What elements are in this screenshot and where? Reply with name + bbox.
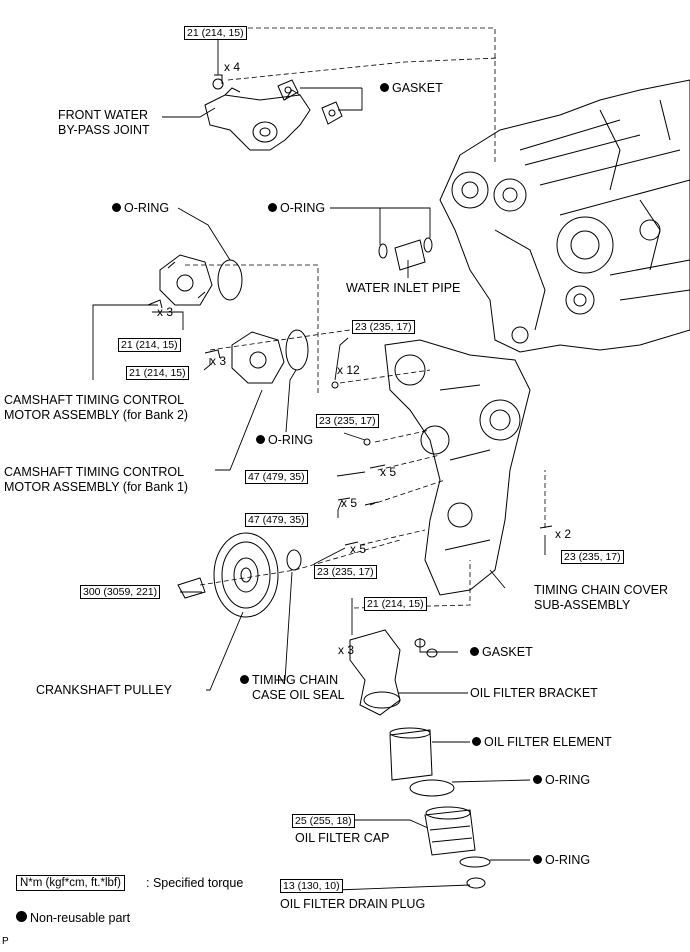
non-reusable-dot-icon: [16, 911, 27, 922]
torque-spec-drain-plug: 13 (130, 10): [280, 879, 343, 893]
label-oring-cam-bank2: O-RING: [112, 201, 169, 216]
torque-spec-cover-single: 23 (235, 17): [316, 414, 379, 428]
label-line-1: CAMSHAFT TIMING CONTROL: [4, 465, 185, 479]
label-text: GASKET: [392, 81, 443, 95]
torque-spec-crank-bolt: 300 (3059, 221): [80, 585, 161, 599]
label-oil-filter-drain-plug: OIL FILTER DRAIN PLUG: [280, 897, 426, 911]
cam-motor-bank1-art: [204, 331, 285, 384]
torque-spec-filter-cap: 25 (255, 18): [292, 814, 355, 828]
alignment-lines: [185, 27, 546, 609]
corner-mark: P: [2, 936, 9, 947]
torque-spec-cam-bank1: 21 (214, 15): [126, 366, 189, 380]
qty-cam-bank2-bolts: x 3: [157, 305, 174, 319]
water-inlet-pipe-art: [378, 237, 433, 271]
qty-bypass-nuts: x 4: [224, 60, 241, 74]
non-reusable-dot-icon: [256, 435, 265, 444]
qty-cover-bolts-12: x 12: [337, 363, 360, 377]
label-text: O-RING: [124, 201, 170, 215]
label-crankshaft-pulley: CRANKSHAFT PULLEY: [36, 683, 172, 697]
legend-torque-unit: N*m (kgf*cm, ft.*lbf): [16, 875, 125, 891]
oring-bank2-art: [217, 259, 243, 301]
legend-torque-desc: : Specified torque: [146, 876, 244, 890]
label-text: GASKET: [482, 645, 533, 659]
oring-filter-art: [409, 779, 455, 797]
oil-seal-art: [286, 549, 302, 571]
label-oil-filter-element: OIL FILTER ELEMENT: [472, 735, 612, 750]
label-gasket-top: GASKET: [380, 81, 443, 96]
torque-spec-cover-x5a: 47 (479, 35): [245, 470, 308, 484]
label-oil-filter-bracket: OIL FILTER BRACKET: [470, 686, 598, 700]
non-reusable-dot-icon: [533, 855, 542, 864]
label-line-2: CASE OIL SEAL: [252, 688, 345, 702]
leader-lines: [92, 40, 546, 891]
label-timing-chain-cover: TIMING CHAIN COVER SUB-ASSEMBLY: [534, 583, 668, 613]
oil-filter-cap-art: [424, 806, 476, 856]
non-reusable-dot-icon: [472, 737, 481, 746]
label-line-1: CAMSHAFT TIMING CONTROL: [4, 393, 185, 407]
legend-non-reusable-text: Non-reusable part: [30, 911, 131, 925]
label-text: O-RING: [280, 201, 326, 215]
label-line-1: FRONT WATER: [58, 108, 149, 122]
qty-bracket-bolts: x 3: [338, 643, 355, 657]
label-text: O-RING: [545, 853, 591, 867]
label-oring-water-pipe: O-RING: [268, 201, 325, 216]
torque-spec-cover-x12: 23 (235, 17): [352, 320, 415, 334]
crankshaft-pulley-art: [177, 532, 279, 618]
engine-block-art: [439, 79, 690, 353]
qty-cover-bolts-5b: x 5: [341, 496, 358, 510]
oil-filter-element-art: [389, 727, 433, 781]
label-text: O-RING: [268, 433, 314, 447]
torque-spec-cover-x5c: 23 (235, 17): [314, 565, 377, 579]
label-line-1: TIMING CHAIN: [252, 673, 339, 687]
cam-motor-bank2-art: [147, 254, 213, 309]
torque-spec-cam-bank2: 21 (214, 15): [118, 338, 181, 352]
label-oring-cap: O-RING: [533, 853, 590, 868]
non-reusable-dot-icon: [533, 775, 542, 784]
torque-spec-bracket: 21 (214, 15): [364, 597, 427, 611]
qty-cover-bolts-5c: x 5: [350, 542, 367, 556]
torque-spec-cover-x2: 23 (235, 17): [561, 550, 624, 564]
label-water-inlet-pipe: WATER INLET PIPE: [346, 281, 461, 295]
label-oring-filter: O-RING: [533, 773, 590, 788]
label-front-water-bypass-joint: FRONT WATER BY-PASS JOINT: [58, 108, 150, 138]
front-water-bypass-joint-art: [204, 74, 311, 151]
non-reusable-dot-icon: [240, 675, 249, 684]
label-line-2: BY-PASS JOINT: [58, 123, 150, 137]
timing-chain-cover-art: [331, 339, 553, 596]
label-oring-cam-bank1: O-RING: [256, 433, 313, 448]
qty-cam-bank1-bolts: x 3: [210, 354, 227, 368]
torque-spec-bypass: 21 (214, 15): [184, 26, 247, 40]
label-oil-filter-cap: OIL FILTER CAP: [295, 831, 390, 845]
oring-bank1-art: [285, 329, 309, 371]
label-cam-motor-bank2: CAMSHAFT TIMING CONTROL MOTOR ASSEMBLY (…: [4, 393, 188, 423]
label-line-1: TIMING CHAIN COVER: [534, 583, 669, 597]
non-reusable-dot-icon: [380, 83, 389, 92]
non-reusable-dot-icon: [268, 203, 277, 212]
non-reusable-dot-icon: [112, 203, 121, 212]
label-line-2: MOTOR ASSEMBLY (for Bank 2): [4, 408, 189, 422]
label-line-2: SUB-ASSEMBLY: [534, 598, 631, 612]
oil-filter-bracket-art: [349, 629, 438, 716]
drain-plug-art: [466, 877, 486, 889]
gasket-top-art: [277, 79, 343, 125]
torque-spec-cover-x5b: 47 (479, 35): [245, 513, 308, 527]
oring-cap-art: [459, 856, 491, 868]
label-timing-chain-oil-seal: TIMING CHAIN CASE OIL SEAL: [240, 673, 345, 703]
label-line-2: MOTOR ASSEMBLY (for Bank 1): [4, 480, 189, 494]
label-text: OIL FILTER ELEMENT: [484, 735, 612, 749]
qty-cover-bolts-2: x 2: [555, 527, 572, 541]
non-reusable-dot-icon: [470, 647, 479, 656]
label-cam-motor-bank1: CAMSHAFT TIMING CONTROL MOTOR ASSEMBLY (…: [4, 465, 188, 495]
label-gasket-bracket: GASKET: [470, 645, 533, 660]
label-text: O-RING: [545, 773, 591, 787]
qty-cover-bolts-5a: x 5: [380, 465, 397, 479]
legend-non-reusable: Non-reusable part: [16, 911, 130, 925]
